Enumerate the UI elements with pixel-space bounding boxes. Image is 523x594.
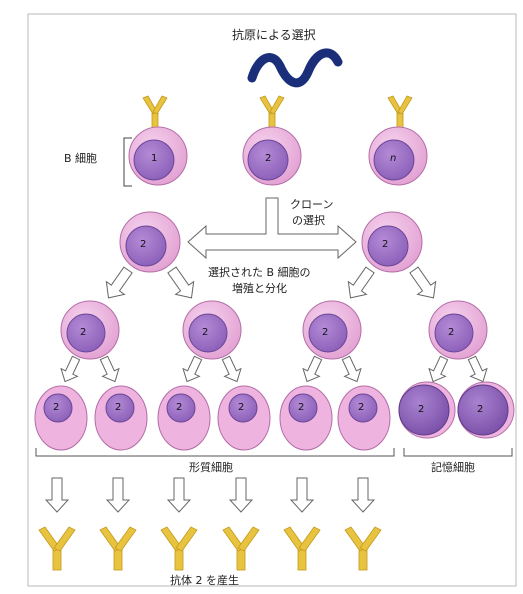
cell-number-plasma-3: 2 (176, 402, 182, 415)
cell-number-plasma-4: 2 (238, 402, 244, 415)
proliferation-label-line1: 選択された B 細胞の (208, 266, 311, 280)
cell-number-memory-2: 2 (477, 404, 483, 417)
clone-selection-label-line2: の選択 (292, 214, 325, 228)
cell-number-memory-1: 2 (418, 404, 424, 417)
diagram-title: 抗原による選択 (232, 28, 316, 43)
cell-number-1: 1 (151, 153, 157, 166)
cell-number-plasma-2: 2 (115, 402, 121, 415)
cell-number-l3-2: 2 (202, 327, 208, 340)
diagram-frame (28, 14, 516, 586)
cell-number-l3-1: 2 (80, 327, 86, 340)
cell-number-selected-left: 2 (140, 239, 146, 252)
plasma-cells-label: 形質細胞 (189, 461, 233, 475)
cell-number-n: n (390, 153, 396, 166)
b-cells-label: B 細胞 (64, 152, 97, 166)
cell-number-l3-3: 2 (322, 327, 328, 340)
bottom-label: 抗体 2 を産生 (170, 574, 239, 588)
memory-cells-label: 記憶細胞 (431, 461, 475, 475)
proliferation-label-line2: 増殖と分化 (232, 282, 287, 296)
cell-number-l3-4: 2 (448, 327, 454, 340)
cell-number-plasma-6: 2 (358, 402, 364, 415)
cell-number-selected-right: 2 (382, 239, 388, 252)
cell-number-plasma-1: 2 (53, 402, 59, 415)
cell-number-2: 2 (265, 153, 271, 166)
cell-number-plasma-5: 2 (298, 402, 304, 415)
clone-selection-label-line1: クローン (290, 198, 333, 212)
